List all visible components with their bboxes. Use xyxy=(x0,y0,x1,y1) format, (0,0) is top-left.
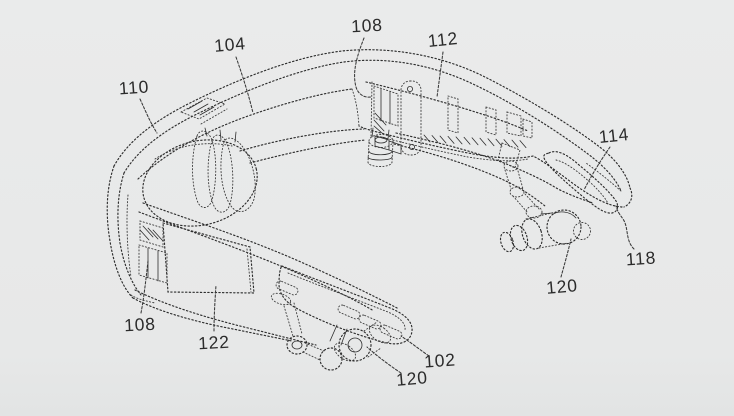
right-earbud-arm xyxy=(497,142,553,219)
temple-paddle xyxy=(275,265,413,345)
leader-118 xyxy=(615,205,635,250)
nose-pads xyxy=(192,127,256,213)
ref-label-108-left: 108 xyxy=(123,313,157,336)
ref-label-120-right: 120 xyxy=(545,275,579,298)
left-temple xyxy=(130,202,400,346)
hatch-floor xyxy=(423,134,527,148)
hatch-left xyxy=(373,112,387,134)
right-earbud xyxy=(499,209,591,253)
ref-label-104: 104 xyxy=(213,33,247,56)
leader-114 xyxy=(583,146,611,191)
hinge-block xyxy=(179,97,228,125)
leader-122 xyxy=(213,284,217,332)
leader-108-top xyxy=(354,37,372,98)
circuit-bay xyxy=(370,80,533,156)
visor-sweep-curves xyxy=(239,128,594,207)
ref-label-102: 102 xyxy=(423,349,457,372)
ref-label-118: 118 xyxy=(625,247,657,270)
leader-lines xyxy=(139,37,635,374)
leader-104 xyxy=(235,56,254,114)
leader-102 xyxy=(400,335,430,357)
leader-120-right xyxy=(560,238,572,278)
camera-knob xyxy=(367,127,394,167)
ref-label-112: 112 xyxy=(426,27,460,52)
ref-label-108-top: 108 xyxy=(350,14,384,37)
ref-label-114: 114 xyxy=(597,123,631,148)
leader-112 xyxy=(436,51,444,98)
ref-label-122: 122 xyxy=(197,331,231,354)
temple-tip-slot xyxy=(543,151,619,214)
leader-120-bottom xyxy=(366,346,402,374)
left-lens xyxy=(142,139,258,227)
left-earbud-assembly xyxy=(283,302,392,371)
frame-band xyxy=(106,49,633,342)
leader-108-left xyxy=(140,260,149,314)
ref-label-110: 110 xyxy=(118,76,150,99)
ref-label-120-bottom: 120 xyxy=(395,367,429,390)
leader-110 xyxy=(139,98,158,134)
